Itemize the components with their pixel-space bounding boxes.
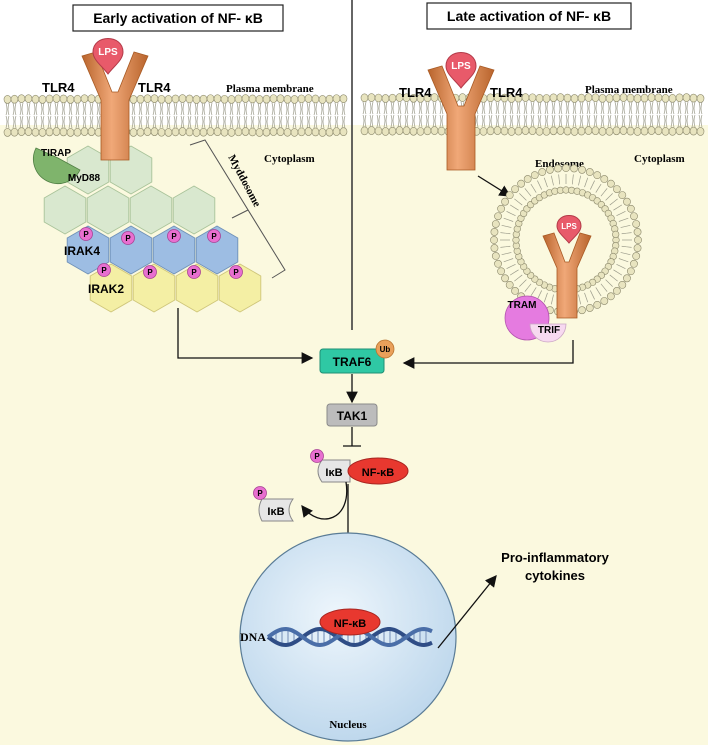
tlr4-label-right-b: TLR4 [490, 85, 523, 100]
phospho-dot [79, 227, 93, 241]
cytoplasm-label-left: Cytoplasm [264, 153, 315, 165]
phospho-dot-label: P [191, 268, 197, 277]
arrow-to-cytokines [437, 574, 497, 649]
phospho-badge-ikb: P [310, 449, 324, 463]
irak2-label: IRAK2 [88, 282, 124, 296]
arrow-ikb-degradation [301, 481, 348, 520]
irak4-label: IRAK4 [64, 244, 100, 258]
plasma-membrane-left [3, 94, 348, 137]
late-activation-title-box: Late activation of NF- κB [426, 2, 632, 30]
irak-phosphorylation-sites: P P P P P P P P [79, 227, 243, 279]
phospho-dot [97, 263, 111, 277]
tlr4-label-left-a: TLR4 [42, 80, 75, 95]
phospho-dot-label: P [147, 268, 153, 277]
irak2-hexagon [218, 263, 262, 313]
phospho-dot [229, 265, 243, 279]
nfkb-node-nucleus: NF-κB [319, 608, 381, 636]
myddosome-hexagon-lattice [43, 145, 262, 313]
tlr4-label-left-b: TLR4 [138, 80, 171, 95]
myd88-hexagon [86, 185, 130, 235]
ubiquitin-badge: Ub [375, 339, 395, 359]
ikb-label: IκB [325, 467, 342, 479]
cytoplasm-label-right: Cytoplasm [634, 153, 685, 165]
early-activation-title-box: Early activation of NF- κB [72, 4, 284, 32]
nucleus-label: Nucleus [329, 719, 367, 731]
myd88-hexagon [43, 185, 87, 235]
phospho-dot [121, 231, 135, 245]
phospho-dot [143, 265, 157, 279]
phospho-dot-label: P [171, 232, 177, 241]
irak2-hexagon [175, 263, 219, 313]
tlr4-label-right-a: TLR4 [399, 85, 432, 100]
phospho-badge-released-ikb: P [253, 486, 267, 500]
trif-protein: TRIF [529, 323, 567, 343]
lps-marker-endosome: LPS [556, 215, 582, 244]
phospho-dot-label: P [125, 234, 131, 243]
inhibition-tak1-to-ikb [343, 427, 361, 447]
irak4-hexagon [109, 225, 153, 275]
lps-label-right: LPS [451, 61, 471, 72]
phospho-label-ikb: P [314, 452, 320, 461]
lps-label-endosome: LPS [561, 222, 577, 231]
ub-label: Ub [380, 345, 391, 354]
nfkb-label-cytoplasm: NF-κB [362, 467, 394, 479]
phospho-dot-label: P [101, 266, 107, 275]
plasma-membrane-label-left: Plasma membrane [226, 83, 314, 95]
tak1-node: TAK1 [326, 403, 378, 427]
traf6-label: TRAF6 [333, 355, 372, 369]
ikb-nfkb-complex: IκB NF-κB [317, 457, 409, 485]
released-ikb-label: IκB [267, 506, 284, 518]
lps-marker-right: LPS [445, 52, 477, 89]
tlr4-receptor-endosome [542, 232, 592, 319]
arrow-trif-to-traf6 [402, 340, 574, 369]
trif-label: TRIF [538, 325, 560, 336]
late-activation-title: Late activation of NF- κB [447, 8, 611, 24]
arrow-myddosome-to-traf6 [177, 308, 314, 364]
cytokines-label-line1: Pro-inflammatory [501, 550, 609, 565]
released-ikb: IκB [258, 498, 294, 522]
nfkb-label-nucleus: NF-κB [334, 618, 366, 630]
traf6-node: TRAF6 [319, 348, 385, 374]
myd88-label: MyD88 [68, 173, 101, 184]
tram-label: TRAM [508, 300, 537, 311]
irak2-hexagon [132, 263, 176, 313]
tlr4-receptor-right [427, 65, 495, 171]
irak4-hexagon [66, 225, 110, 275]
plasma-membrane-label-right: Plasma membrane [585, 84, 673, 96]
phospho-dot-label: P [211, 232, 217, 241]
myddosome-bracket-tick [231, 209, 249, 219]
phospho-dot [207, 229, 221, 243]
phospho-dot [167, 229, 181, 243]
cytokines-label-line2: cytokines [525, 568, 585, 583]
dna-label: DNA [240, 630, 266, 644]
phospho-dot-label: P [83, 230, 89, 239]
lps-label-left: LPS [98, 47, 118, 58]
myd88-hexagon [172, 185, 216, 235]
tak1-label: TAK1 [337, 409, 368, 423]
phospho-dot [187, 265, 201, 279]
arrow-endocytosis [477, 175, 512, 197]
phospho-dot-label: P [233, 268, 239, 277]
irak4-hexagon [152, 225, 196, 275]
tlr4-receptor-left [81, 51, 149, 161]
phospho-label-released-ikb: P [257, 489, 263, 498]
early-activation-title: Early activation of NF- κB [93, 10, 263, 26]
myddosome-bracket [189, 139, 286, 279]
myd88-hexagon [129, 185, 173, 235]
tirap-label: TIRAP [41, 148, 71, 159]
lps-marker-left: LPS [92, 38, 124, 75]
irak4-hexagon [195, 225, 239, 275]
tirap-protein: TIRAP [33, 147, 81, 184]
